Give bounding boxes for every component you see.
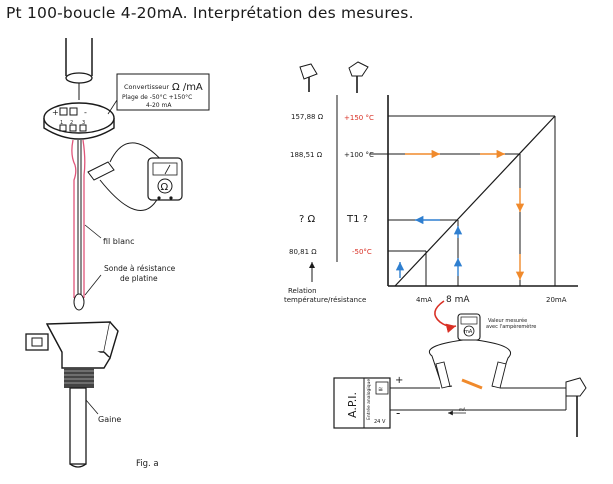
svg-text:-: - xyxy=(84,108,87,117)
relation-label-2: température/résistance xyxy=(284,296,366,304)
tick-4ma: 4mA xyxy=(416,296,432,304)
sheath xyxy=(69,387,87,468)
api-sub-label: Entrée analogique xyxy=(365,379,372,420)
plus-sign: + xyxy=(395,375,403,386)
api-label: A.P.I. xyxy=(346,392,359,418)
temp-minus50: -50°C xyxy=(352,248,372,256)
temp-unknown: T1 ? xyxy=(346,214,368,225)
api-supply: 24 V xyxy=(374,419,386,425)
probe-icon-loop xyxy=(565,377,587,437)
sheath-label: Gaine xyxy=(98,415,121,424)
svg-text:≅: ≅ xyxy=(378,386,383,393)
cable-tube xyxy=(65,38,93,84)
temp-150: +150 °C xyxy=(344,114,374,122)
converter-unit: Ω /mA xyxy=(172,82,203,93)
converter-line3: 4-20 mA xyxy=(146,102,172,109)
thread xyxy=(64,368,94,388)
ohmmeter: Ω xyxy=(147,157,183,201)
current-arrow-label: mA xyxy=(459,407,466,412)
resistance-100: 188,51 Ω xyxy=(290,151,323,159)
meter-label-1: Valeur mesurée xyxy=(488,317,527,324)
probe-label-1: Sonde à résistance xyxy=(104,264,176,273)
probe-assembly: + - 1 2 3 Convertisseur Ω /mA Plage de -… xyxy=(25,38,210,469)
temp-100: +100 °C xyxy=(344,151,374,159)
relation-graph: 157,88 Ω 188,51 Ω ? Ω 80,81 Ω +150 °C +1… xyxy=(284,61,578,305)
meter-label-2: avec l'ampèremètre xyxy=(486,323,536,330)
resistance-150: 157,88 Ω xyxy=(291,113,324,121)
resistance-unknown: ? Ω xyxy=(299,214,315,225)
ammeter-loop: mA Valeur mesurée avec l'ampèremètre A.P… xyxy=(333,300,587,437)
converter-callout: Convertisseur Ω /mA Plage de -50°C +150°… xyxy=(107,73,210,115)
minus-sign: - xyxy=(396,406,400,420)
svg-text:2: 2 xyxy=(70,120,73,126)
svg-text:+: + xyxy=(52,108,59,117)
probe-icon-left xyxy=(299,63,318,92)
resistance-minus50: 80,81 Ω xyxy=(289,248,317,256)
ohm-icon: Ω xyxy=(161,182,169,193)
svg-text:1: 1 xyxy=(60,120,63,126)
converter-line1: Convertisseur xyxy=(124,83,169,91)
probe-head xyxy=(25,321,119,369)
probe-label-2: de platine xyxy=(120,274,158,283)
page-title: Pt 100-boucle 4-20mA. Interprétation des… xyxy=(6,4,414,22)
white-wire xyxy=(71,139,86,298)
probe-icon-right xyxy=(348,61,369,93)
tick-8ma: 8 mA xyxy=(446,295,470,305)
figure-label: Fig. a xyxy=(136,459,159,469)
svg-text:3: 3 xyxy=(82,120,85,126)
tick-20ma: 20mA xyxy=(546,296,567,304)
relation-label-1: Relation xyxy=(288,287,317,295)
converter-line2: Plage de -50°C +150°C xyxy=(122,94,192,101)
wire-label: fil blanc xyxy=(103,237,134,246)
ma-icon: mA xyxy=(464,329,473,335)
converter-puck: + - 1 2 3 xyxy=(43,102,115,140)
